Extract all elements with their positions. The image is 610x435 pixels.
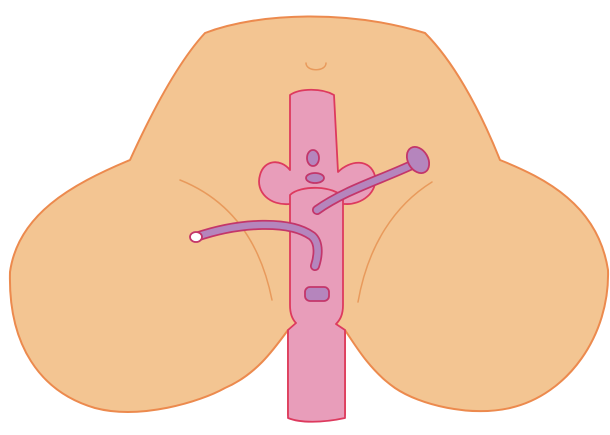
lower-canal-opening <box>305 287 329 301</box>
lower-canal <box>288 188 345 422</box>
uterus-lower-opening <box>306 173 324 183</box>
uterus-opening <box>307 150 319 166</box>
left-tube-end <box>190 232 202 242</box>
